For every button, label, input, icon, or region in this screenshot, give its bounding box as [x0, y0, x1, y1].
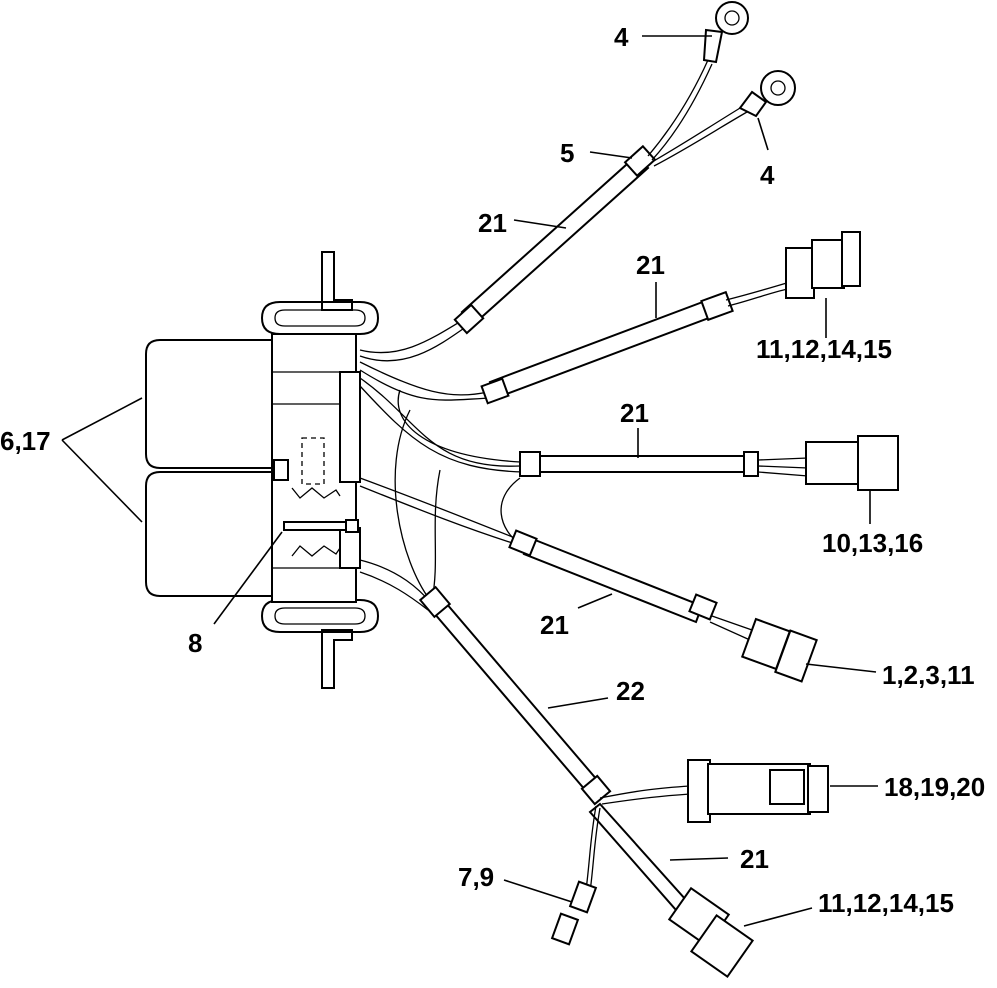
callout-11-12-14-15-top: 11,12,14,15: [756, 334, 892, 364]
callout-21-bottom: 21: [740, 844, 769, 874]
leader-lines: [61, 35, 878, 927]
callout-4-right: 4: [760, 160, 775, 190]
callout-1-2-3-11: 1,2,3,11: [882, 660, 975, 690]
callout-7-9: 7,9: [458, 862, 494, 892]
callout-labels: 4 4 5 21 21 11,12,14,15 21 6,17 10,13,16…: [0, 22, 985, 918]
callout-8: 8: [188, 628, 202, 658]
callout-21-second: 21: [636, 250, 665, 280]
branch-lower-connector: [508, 529, 818, 683]
callout-11-12-14-15-bottom: 11,12,14,15: [818, 888, 954, 918]
callout-22: 22: [616, 676, 645, 706]
branch-lower-trunk: [418, 585, 829, 979]
callout-6-17: 6,17: [0, 426, 51, 456]
wire-bundle: [359, 317, 525, 611]
callout-5: 5: [560, 138, 574, 168]
callout-4-top: 4: [614, 22, 629, 52]
callout-21-upper: 21: [478, 208, 507, 238]
branch-ring-terminals: [453, 1, 796, 335]
branch-upper-connector: [480, 231, 861, 405]
callout-21-lower: 21: [540, 610, 569, 640]
callout-18-19-20: 18,19,20: [884, 772, 985, 802]
branch-middle-connector: [519, 435, 899, 491]
callout-10-13-16: 10,13,16: [822, 528, 923, 558]
junction-box: [145, 251, 380, 689]
callout-21-middle: 21: [620, 398, 649, 428]
